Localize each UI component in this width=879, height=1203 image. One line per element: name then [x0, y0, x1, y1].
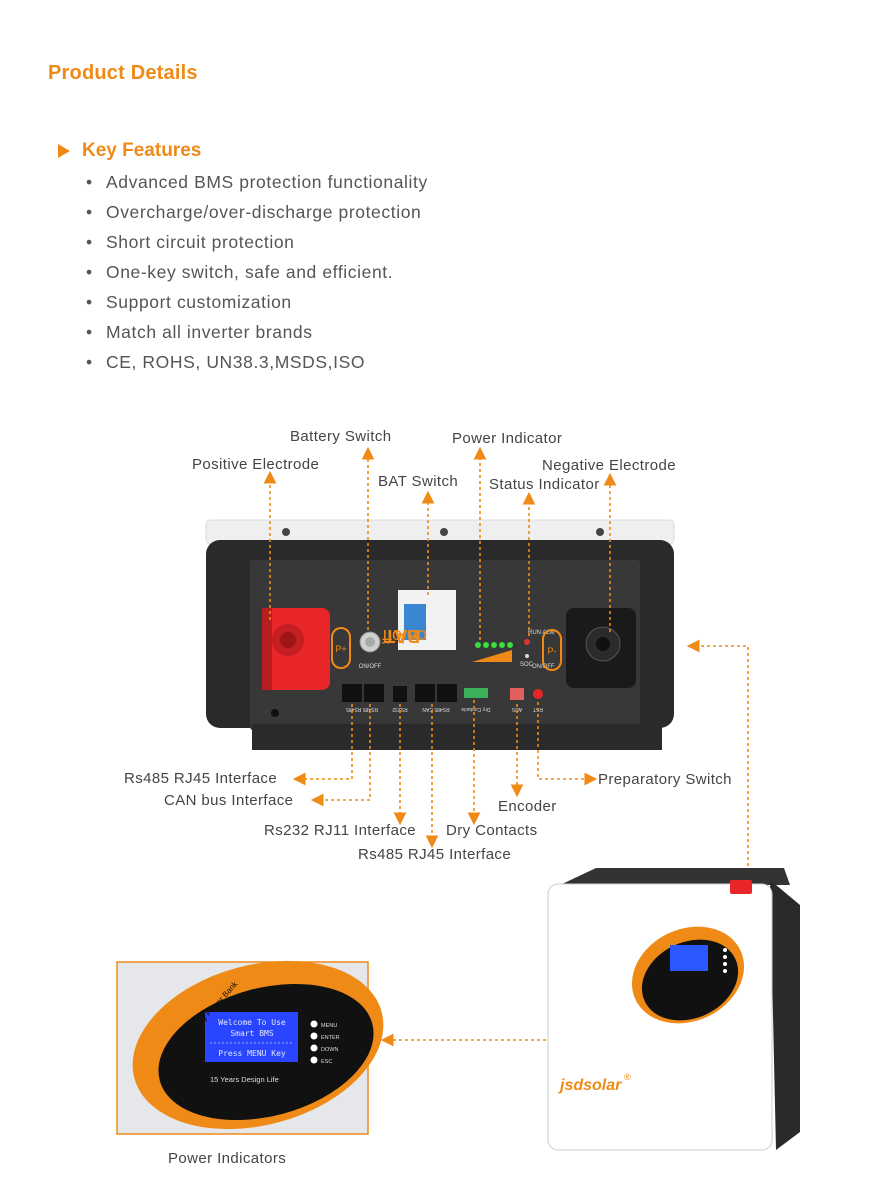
lcd-line3: Press MENU Key	[218, 1049, 286, 1058]
bullet-icon: •	[86, 352, 93, 372]
negative-terminal: P-	[542, 608, 636, 688]
triangle-bullet-icon	[58, 144, 70, 158]
bullet-icon: •	[86, 292, 93, 312]
positive-tag: P+	[335, 644, 346, 654]
esc-button-label: ESC	[321, 1059, 332, 1065]
feature-list: • Advanced BMS protection functionality •…	[86, 169, 428, 379]
port-row: RS485 RS485 RS232 RS485 CAN Dry Contacts…	[342, 684, 543, 712]
section-title: Product Details	[48, 62, 198, 84]
callout-rs485-bottom: Rs485 RJ45 Interface	[358, 846, 512, 863]
leader-lines-top	[263, 446, 617, 640]
feature-text: CE, ROHS, UN38.3,MSDS,ISO	[106, 352, 366, 372]
port-label: Dry Contacts	[461, 706, 490, 712]
down-button-label: DOWN	[321, 1047, 338, 1053]
list-item: • Short circuit protection	[86, 229, 428, 259]
port-label: RS232	[392, 706, 408, 712]
leader-lines-bottom	[292, 700, 598, 849]
feature-text: Overcharge/over-discharge protection	[106, 202, 422, 222]
callout-power-indicator: Power Indicator	[452, 430, 563, 447]
callout-rs232: Rs232 RJ11 Interface	[264, 822, 416, 839]
onoff-label-2: ON/OFF	[532, 664, 555, 670]
bat-breaker: BAT on/off	[381, 590, 456, 650]
list-item: • Support customization	[86, 289, 428, 319]
list-item: • Advanced BMS protection functionality	[86, 169, 428, 199]
lcd-inset: Welcome To Use Smart BMS Press MENU Key …	[116, 960, 384, 1135]
list-item: • One-key switch, safe and efficient.	[86, 259, 428, 289]
battery-switch: ON/OFF	[359, 631, 382, 670]
onoff-label: ON/OFF	[359, 664, 382, 670]
callout-bat-switch: BAT Switch	[378, 473, 459, 490]
features-title: Key Features	[82, 140, 202, 161]
wall-battery-unit: jsdsolar ®	[547, 868, 800, 1151]
list-item: • Match all inverter brands	[86, 319, 428, 349]
callout-status-indicator: Status Indicator	[489, 476, 600, 493]
bullet-icon: •	[86, 262, 93, 282]
brand-logo: jsdsolar	[558, 1077, 622, 1094]
enter-button-label: ENTER	[321, 1035, 340, 1041]
callout-encoder: Encoder	[498, 798, 557, 815]
status-leds: RUN ALM ON/OFF	[524, 630, 555, 670]
port-label: RS485 CAN	[422, 706, 450, 712]
on-off-label: on/off	[381, 626, 427, 646]
bat-label: BAT	[384, 626, 420, 646]
callout-can-bus: CAN bus Interface	[164, 792, 294, 809]
menu-button-label: MENU	[321, 1023, 337, 1029]
callout-positive-electrode: Positive Electrode	[192, 456, 320, 473]
callout-preparatory-switch: Preparatory Switch	[598, 771, 732, 788]
callout-battery-switch: Battery Switch	[290, 428, 392, 445]
bullet-icon: •	[86, 172, 93, 192]
feature-text: One-key switch, safe and efficient.	[106, 262, 394, 282]
positive-terminal: P+	[262, 608, 351, 690]
callout-rs485-left: Rs485 RJ45 Interface	[124, 770, 278, 787]
bullet-icon: •	[86, 322, 93, 342]
soc-label: SOC	[520, 662, 534, 668]
lcd-tagline: 15 Years Design Life	[210, 1075, 279, 1084]
key-features-heading: Key Features	[58, 140, 201, 162]
negative-tag: P-	[548, 646, 557, 656]
soc-leds: SOC	[472, 642, 534, 668]
feature-text: Match all inverter brands	[106, 322, 313, 342]
feature-text: Short circuit protection	[106, 232, 295, 252]
callout-dry-contacts: Dry Contacts	[446, 822, 538, 839]
feature-text: Support customization	[106, 292, 292, 312]
bullet-icon: •	[86, 232, 93, 252]
run-alm-label: RUN ALM	[528, 630, 555, 636]
callout-negative-electrode: Negative Electrode	[542, 457, 676, 474]
port-label: RS485 RS485	[346, 706, 378, 712]
svg-text:®: ®	[624, 1072, 631, 1082]
lcd-line1: Welcome To Use	[218, 1018, 286, 1027]
power-indicators-label: Power Indicators	[168, 1150, 287, 1167]
lcd-line2: Smart BMS	[230, 1029, 274, 1038]
port-label: ADS	[511, 706, 522, 712]
list-item: • CE, ROHS, UN38.3,MSDS,ISO	[86, 349, 428, 379]
list-item: • Overcharge/over-discharge protection	[86, 199, 428, 229]
feature-text: Advanced BMS protection functionality	[106, 172, 428, 192]
bullet-icon: •	[86, 202, 93, 222]
